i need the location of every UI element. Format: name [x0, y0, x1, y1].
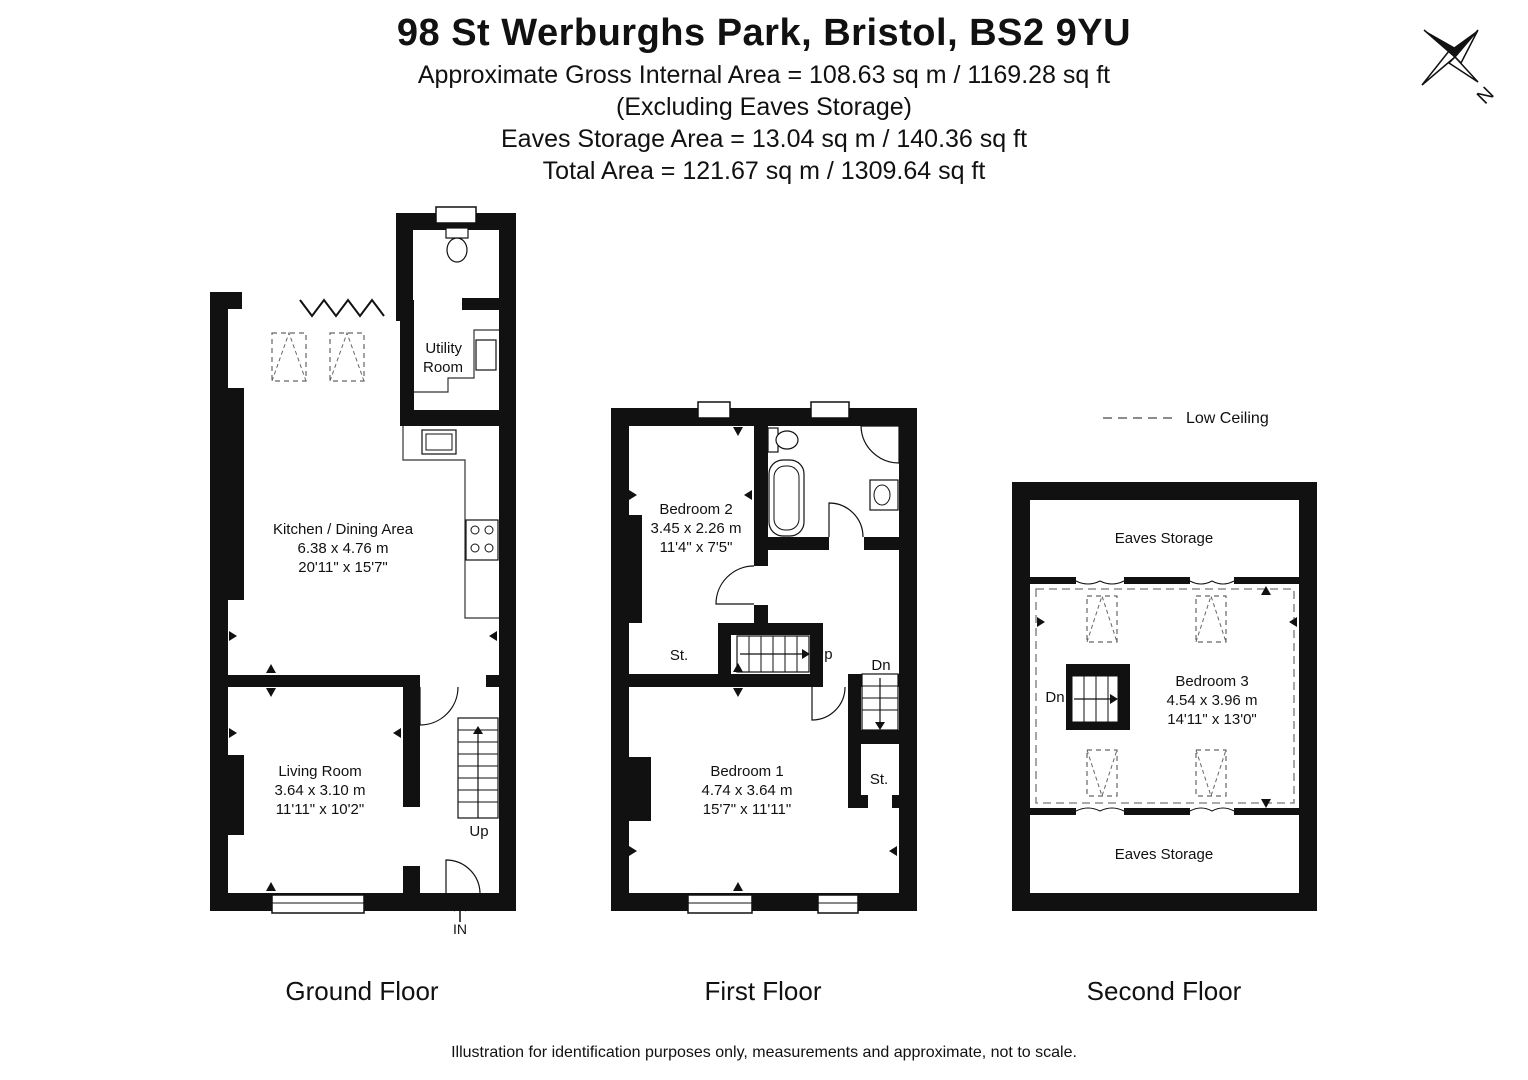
low-ceiling-legend-label: Low Ceiling [1186, 410, 1269, 427]
gross-internal-area: Approximate Gross Internal Area = 108.63… [417, 61, 1111, 89]
living-room-metric: 3.64 x 3.10 m [275, 782, 366, 799]
bedroom2-imperial: 11'4" x 7'5" [660, 539, 733, 556]
page-title: 98 St Werburghs Park, Bristol, BS2 9YU [396, 12, 1132, 54]
second-floor-plan [1012, 482, 1317, 911]
ground-stairs-up-label: Up [469, 823, 488, 840]
bedroom1-metric: 4.74 x 3.64 m [702, 782, 793, 799]
ground-floor-plan [210, 206, 516, 922]
utility-room-label-2: Room [423, 359, 463, 376]
kitchen-label: Kitchen / Dining Area [273, 521, 414, 538]
eaves-storage-area: Eaves Storage Area = 13.04 sq m / 140.36… [500, 125, 1028, 153]
entrance-label: IN [453, 921, 467, 937]
bedroom3-metric: 4.54 x 3.96 m [1167, 692, 1258, 709]
first-floor-store1-label: St. [670, 647, 688, 664]
first-stairs-down-label: Dn [871, 657, 890, 674]
living-room-imperial: 11'11" x 10'2" [276, 801, 364, 818]
north-label: N [1473, 83, 1499, 109]
bedroom1-imperial: 15'7" x 11'11" [703, 801, 791, 818]
bedroom2-metric: 3.45 x 2.26 m [651, 520, 742, 537]
first-floor-store2-label: St. [870, 771, 888, 788]
eaves-storage-bottom-label: Eaves Storage [1115, 846, 1213, 863]
kitchen-imperial: 20'11" x 15'7" [298, 559, 388, 576]
compass-icon [1421, 29, 1479, 86]
living-room-label: Living Room [278, 763, 361, 780]
utility-room-label-1: Utility [425, 340, 462, 357]
first-stairs-up-label: Up [813, 646, 832, 663]
kitchen-metric: 6.38 x 4.76 m [298, 540, 389, 557]
first-floor-label: First Floor [705, 976, 822, 1006]
excluding-note: (Excluding Eaves Storage) [616, 93, 912, 121]
bedroom1-label: Bedroom 1 [710, 763, 783, 780]
bedroom3-label: Bedroom 3 [1175, 673, 1248, 690]
second-floor-label: Second Floor [1087, 976, 1242, 1006]
eaves-storage-top-label: Eaves Storage [1115, 530, 1213, 547]
total-area: Total Area = 121.67 sq m / 1309.64 sq ft [542, 157, 986, 185]
first-floor-plan [611, 401, 917, 914]
bedroom2-label: Bedroom 2 [659, 501, 732, 518]
ground-floor-label: Ground Floor [285, 976, 439, 1006]
bedroom3-imperial: 14'11" x 13'0" [1167, 711, 1257, 728]
second-stairs-down-label: Dn [1045, 689, 1064, 706]
disclaimer: Illustration for identification purposes… [451, 1044, 1077, 1061]
